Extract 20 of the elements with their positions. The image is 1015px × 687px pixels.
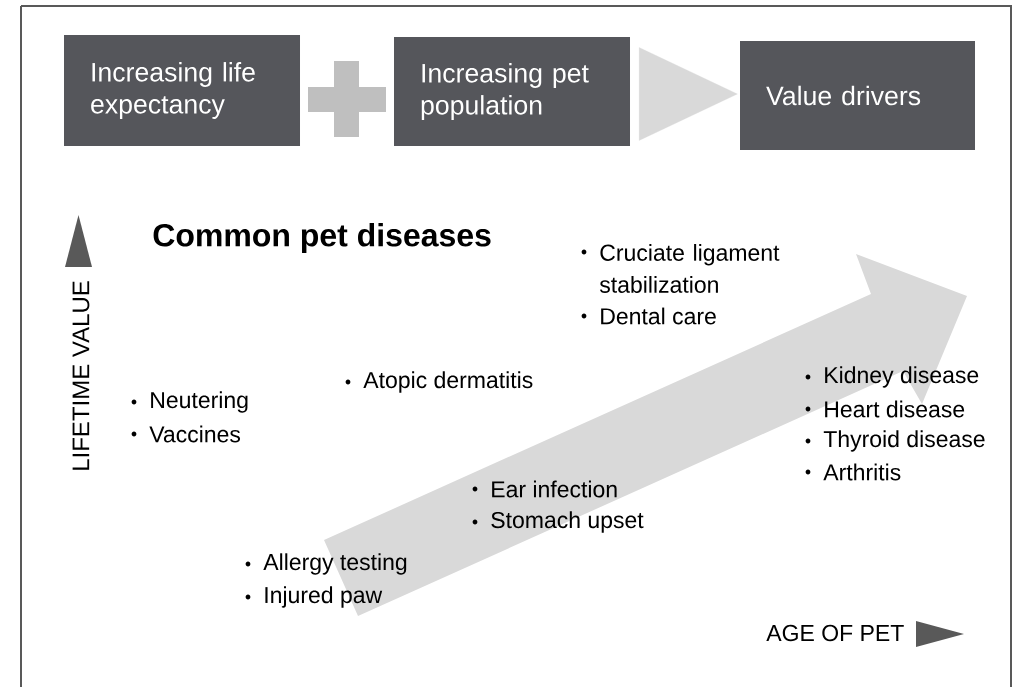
bullet-item: Ear infection	[472, 480, 617, 498]
arrow	[639, 47, 738, 141]
bullet-item: Arthritis	[805, 463, 901, 481]
bullet-item: Neutering	[131, 391, 248, 413]
bullet-item: Thyroid disease	[805, 430, 985, 452]
bullet-item: Kidney disease	[805, 366, 979, 388]
heading: Common pet diseases	[153, 223, 491, 253]
axis-label: AGE OF PET	[766, 624, 904, 642]
bullet-item: Cruciate ligament stabilization	[581, 244, 780, 293]
bullet-item: Heart disease	[805, 400, 965, 418]
bullet-item: Vaccines	[131, 425, 241, 443]
axis-label: LIFETIME VALUE	[72, 281, 90, 470]
process-box: Increasing pet population	[394, 37, 630, 146]
process-box: Value drivers	[740, 41, 975, 150]
bullet-item: Dental care	[581, 307, 716, 325]
process-box: Increasing life expectancy	[64, 35, 300, 146]
bullet-item: Stomach upset	[472, 511, 644, 533]
bullet-item: Injured paw	[245, 586, 383, 608]
bullet-item: Allergy testing	[245, 553, 407, 575]
bullet-item: Atopic dermatitis	[345, 371, 533, 393]
